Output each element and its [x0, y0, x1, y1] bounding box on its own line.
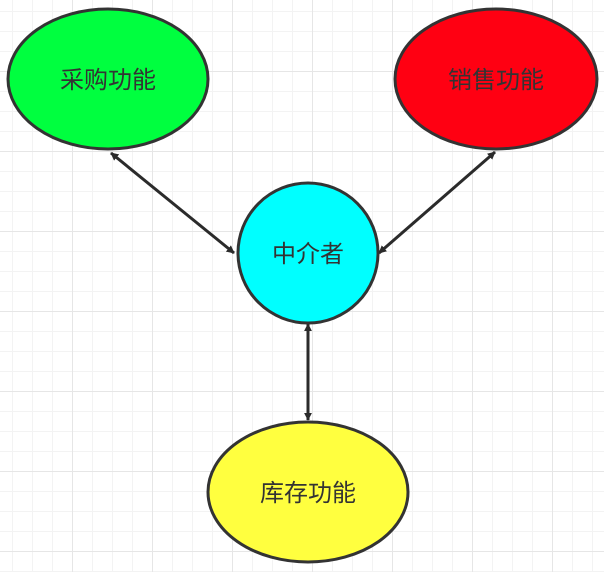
connector-sales-mediator — [378, 150, 496, 255]
node-purchase-label: 采购功能 — [60, 66, 156, 94]
node-sales[interactable]: 销售功能 — [393, 7, 599, 151]
node-inventory-shape — [206, 420, 410, 564]
node-mediator-shape — [236, 181, 380, 325]
connector-purchase-mediator — [110, 151, 235, 255]
node-inventory[interactable]: 库存功能 — [206, 420, 410, 564]
node-purchase-shape — [6, 7, 210, 151]
node-purchase[interactable]: 采购功能 — [6, 7, 210, 151]
node-mediator-label: 中介者 — [272, 240, 344, 268]
node-sales-label: 销售功能 — [448, 66, 544, 94]
node-mediator[interactable]: 中介者 — [236, 181, 380, 325]
node-sales-shape — [393, 7, 599, 151]
node-inventory-label: 库存功能 — [260, 479, 356, 507]
